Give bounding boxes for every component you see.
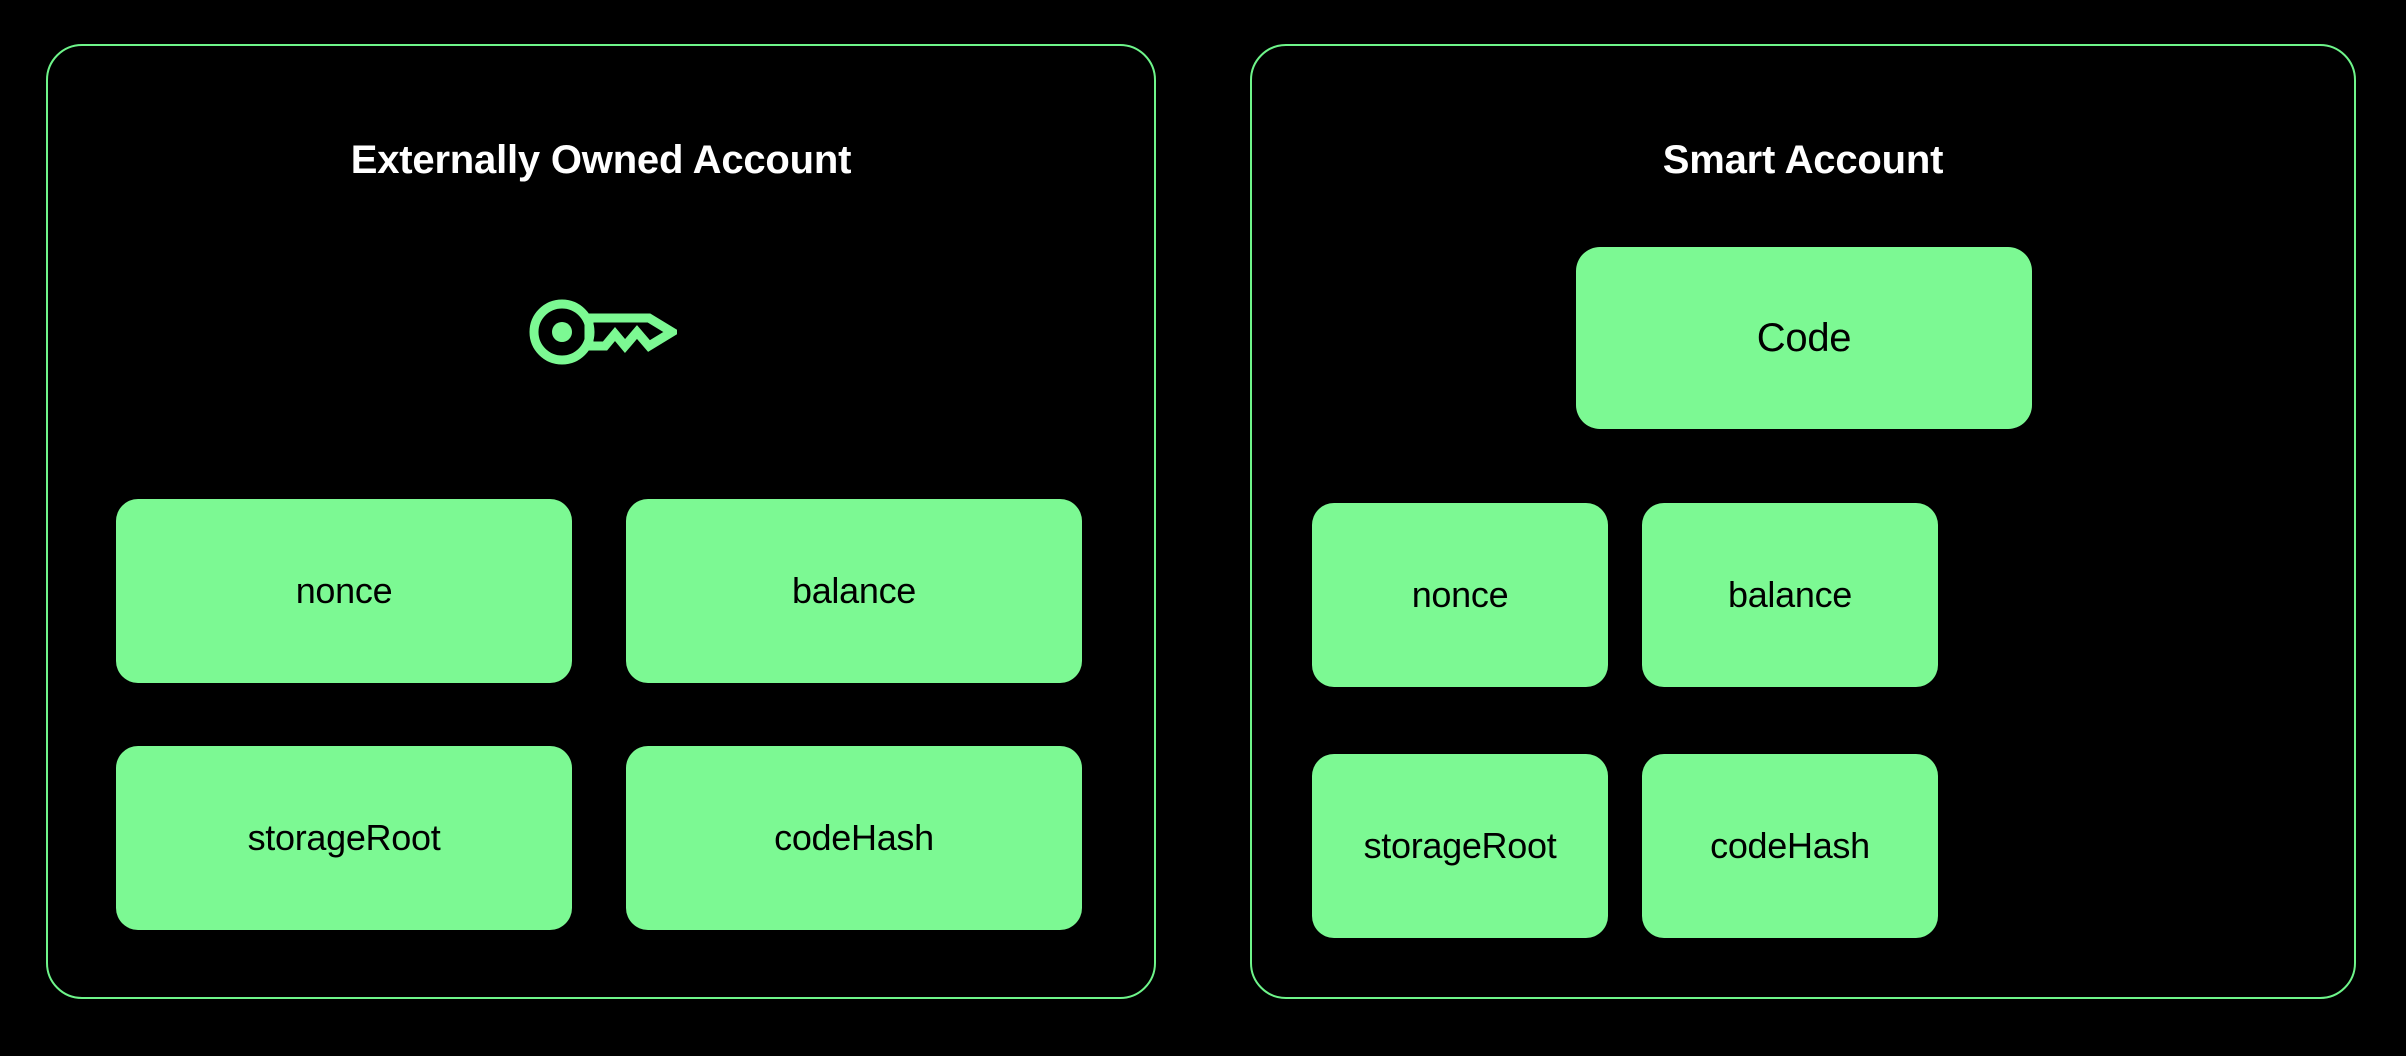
attribute-box-nonce: nonce: [116, 499, 572, 683]
panel-smart-account: Smart Account Code nonce balance storage…: [1250, 44, 2356, 999]
panel-title-externally-owned-account: Externally Owned Account: [350, 138, 852, 182]
attribute-box-balance: balance: [626, 499, 1082, 683]
panel-title-smart-account: Smart Account: [1662, 138, 1944, 182]
attribute-box-codehash: codeHash: [626, 746, 1082, 930]
key-icon: [527, 298, 677, 366]
attribute-box-code: Code: [1576, 247, 2032, 429]
attribute-box-balance: balance: [1642, 503, 1938, 687]
attribute-box-nonce: nonce: [1312, 503, 1608, 687]
attribute-box-codehash: codeHash: [1642, 754, 1938, 938]
attribute-box-storageroot: storageRoot: [1312, 754, 1608, 938]
panel-externally-owned-account: Externally Owned Account nonce balance s…: [46, 44, 1156, 999]
attribute-box-storageroot: storageRoot: [116, 746, 572, 930]
